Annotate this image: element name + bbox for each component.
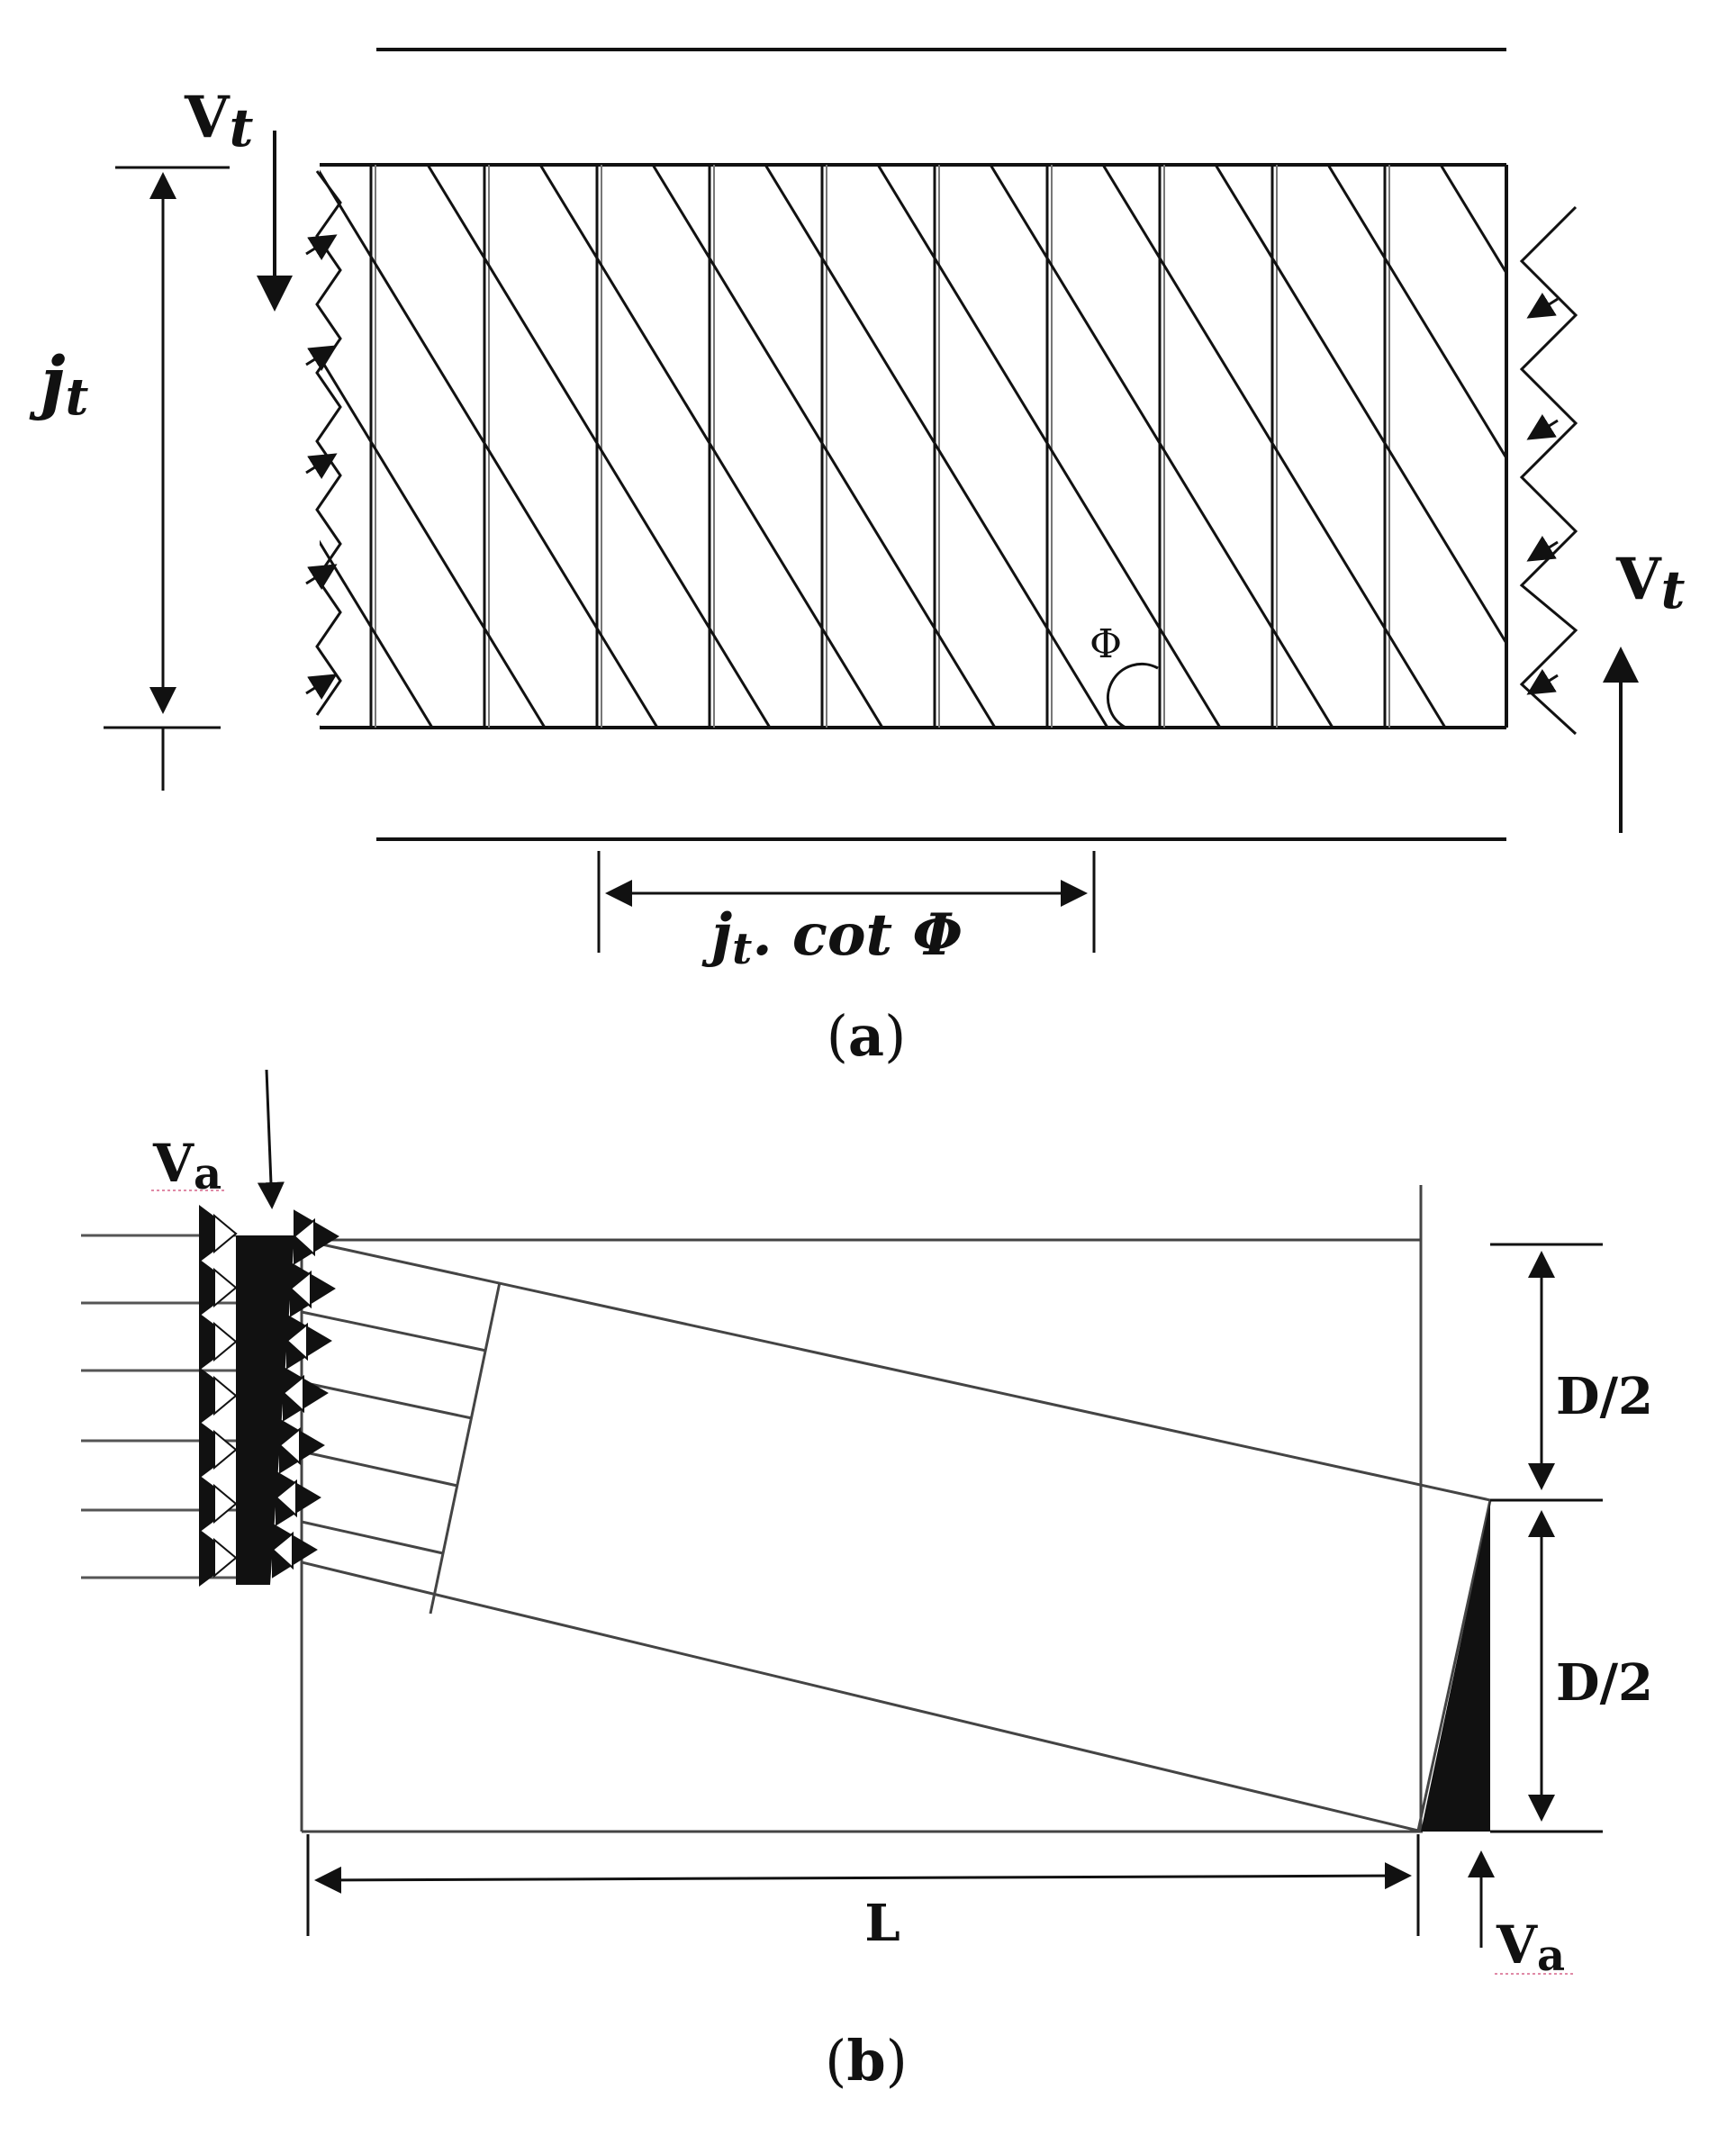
- depth-label-sub: t: [66, 367, 89, 427]
- saw-tooth-hollow: [271, 1531, 294, 1570]
- diagonal-strut-line: [1439, 165, 1506, 276]
- shear-label-bottom-main: V: [1615, 546, 1662, 613]
- caption-a-letter: a: [848, 1003, 884, 1069]
- caption-a: (a): [827, 1003, 907, 1069]
- saw-tooth-hollow: [293, 1217, 315, 1257]
- right-compression-wedge: [1421, 1502, 1490, 1832]
- crack-arrow-right: [1526, 668, 1559, 695]
- saw-tooth-hollow: [213, 1537, 238, 1579]
- spacing-label: jt. cot Φ: [701, 901, 963, 974]
- caption-b-letter: b: [846, 2028, 885, 2094]
- saw-tooth-hollow: [213, 1429, 238, 1470]
- diagonal-strut-line: [320, 169, 659, 728]
- diagonal-strut: [300, 1238, 1492, 1832]
- angle-arc: [1106, 662, 1159, 729]
- half-depth-upper-label: D/2: [1556, 1367, 1653, 1426]
- saw-tooth-hollow: [278, 1426, 301, 1466]
- beam-outline: [300, 1185, 1423, 1833]
- crack-force-arrows: [305, 234, 1559, 701]
- shear-label-top-sub: t: [230, 97, 254, 158]
- diagonal-strut-line: [0, 165, 207, 728]
- span-label: L: [864, 1894, 900, 1953]
- shear-label-top-main: V: [152, 1133, 194, 1194]
- diagonal-strut-line: [1326, 165, 1506, 461]
- shear-label-top-main: V: [184, 84, 231, 151]
- shear-label-top-sub: a: [194, 1149, 222, 1199]
- saw-tooth-hollow: [285, 1322, 308, 1362]
- figure-b: Va Va D/2 D/2 L (b): [81, 1069, 1653, 2094]
- vertical-stirrups: [369, 165, 1390, 728]
- shear-label-bottom-main: V: [1496, 1914, 1538, 1976]
- diagonal-strut-line: [876, 165, 1222, 728]
- figure-a: Vt Vt jt jt. cot Φ Φ (a): [0, 48, 1686, 1069]
- crack-arrow-left: [305, 234, 338, 261]
- shear-label-bottom: Vt: [1615, 546, 1686, 620]
- diagonal-strut-line: [538, 165, 884, 728]
- caption-a-open: (: [827, 1003, 848, 1069]
- saw-tooth-hollow: [213, 1213, 238, 1254]
- crack-arrow-right: [1526, 413, 1559, 440]
- diagonal-struts: [0, 165, 1506, 728]
- caption-b: (b): [825, 2028, 908, 2094]
- crack-arrow-left: [305, 674, 338, 701]
- caption-b-close: ): [886, 2028, 908, 2094]
- web-panel: [0, 163, 1508, 729]
- crack-arrow-left: [305, 453, 338, 480]
- shear-arrow-top: [257, 1069, 285, 1209]
- sawtooth-left: [199, 1205, 238, 1587]
- diagonal-strut-line: [989, 165, 1334, 728]
- spacing-label-main: j: [701, 901, 732, 969]
- shear-label-top: Va: [152, 1133, 222, 1199]
- span-dimension: [306, 1834, 1420, 1936]
- depth-label: jt: [29, 341, 89, 427]
- saw-tooth-hollow: [289, 1270, 312, 1309]
- spacing-label-sub: t: [732, 924, 752, 974]
- depth-dimensions: [1490, 1243, 1603, 1833]
- shear-label-bottom-sub: a: [1537, 1931, 1565, 1981]
- caption-b-open: (: [825, 2028, 846, 2094]
- shear-label-top: Vt: [184, 84, 254, 158]
- diagonal-strut-line: [651, 165, 997, 728]
- diagonal-strut-line: [1214, 165, 1506, 647]
- spacing-dimension: [597, 851, 1096, 953]
- saw-tooth-hollow: [275, 1479, 297, 1518]
- caption-a-close: ): [884, 1003, 906, 1069]
- shear-label-bottom: Va: [1496, 1914, 1565, 1981]
- crack-arrow-right: [1526, 535, 1559, 562]
- crack-arrow-left: [305, 345, 338, 372]
- shear-label-bottom-sub: t: [1661, 559, 1686, 620]
- diagonal-strut-line: [764, 165, 1109, 728]
- left-anchorage-block: [199, 1205, 339, 1587]
- diagonal-strut-line: [320, 539, 434, 728]
- depth-label-main: j: [29, 341, 66, 421]
- angle-label: Φ: [1090, 621, 1122, 667]
- diagonal-strut-line: [320, 725, 321, 728]
- diagonal-strut-line: [1101, 165, 1447, 728]
- spacing-label-rest: . cot Φ: [752, 901, 963, 969]
- saw-tooth-hollow: [213, 1375, 238, 1416]
- left-crack-edge: [315, 170, 342, 716]
- diagonal-strut-line: [320, 354, 547, 728]
- saw-tooth-hollow: [213, 1321, 238, 1362]
- right-crack-edge: [1519, 205, 1578, 736]
- diagonal-strut-line: [426, 165, 772, 728]
- saw-tooth-hollow: [213, 1267, 238, 1308]
- half-depth-lower-label: D/2: [1556, 1653, 1653, 1713]
- saw-tooth-hollow: [213, 1483, 238, 1524]
- crack-arrow-left: [305, 564, 338, 591]
- sawtooth-right: [271, 1209, 339, 1579]
- crack-arrow-right: [1526, 292, 1559, 319]
- depth-dimension: [104, 166, 230, 791]
- saw-tooth-hollow: [282, 1374, 304, 1414]
